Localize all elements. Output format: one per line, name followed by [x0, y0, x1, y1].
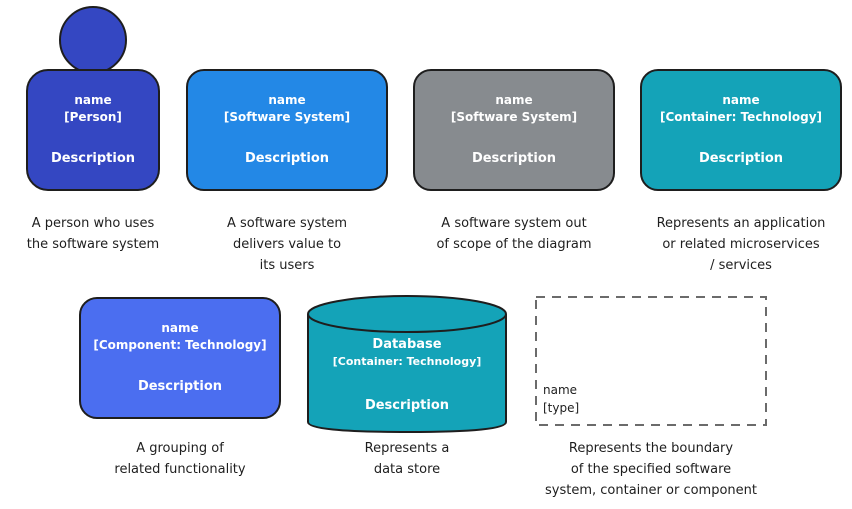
- database-name: Database: [372, 337, 442, 352]
- container-type: [Container: Technology]: [659, 110, 823, 124]
- component-type: [Component: Technology]: [93, 338, 267, 352]
- container-caption: Represents an application or related mic…: [656, 216, 826, 273]
- database-description: Description: [364, 398, 450, 413]
- component-description: Description: [137, 379, 223, 394]
- software-system-name: name: [268, 93, 306, 107]
- software-system-box: name [Software System] Description: [186, 69, 388, 191]
- external-system-name: name: [495, 93, 533, 107]
- person-name: name: [74, 93, 112, 107]
- person-body: name [Person] Description: [26, 69, 160, 191]
- database-type: [Container: Technology]: [332, 355, 482, 368]
- database-labels: Database [Container: Technology] Descrip…: [308, 334, 506, 424]
- software-system-description: Description: [244, 151, 330, 166]
- component-caption: A grouping of related functionality: [114, 441, 246, 477]
- software-system-caption: A software system delivers value to its …: [227, 216, 347, 273]
- person-description: Description: [50, 151, 136, 166]
- boundary-box: [535, 296, 767, 426]
- container-description: Description: [698, 151, 784, 166]
- external-system-type: [Software System]: [450, 110, 578, 124]
- boundary-type: [type]: [543, 401, 580, 415]
- external-system-description: Description: [471, 151, 557, 166]
- external-system-caption: A software system out of scope of the di…: [436, 216, 592, 252]
- boundary-caption: Represents the boundary of the specified…: [545, 441, 757, 498]
- container-name: name: [722, 93, 760, 107]
- person-head: [59, 6, 127, 74]
- person-caption: A person who uses the software system: [26, 216, 160, 252]
- container-box: name [Container: Technology] Description: [640, 69, 842, 191]
- database-cylinder: [307, 295, 507, 434]
- component-box: name [Component: Technology] Description: [79, 297, 281, 419]
- component-name: name: [161, 321, 199, 335]
- person-type: [Person]: [64, 110, 122, 124]
- software-system-type: [Software System]: [223, 110, 351, 124]
- database-caption: Represents a data store: [364, 441, 450, 477]
- external-system-box: name [Software System] Description: [413, 69, 615, 191]
- boundary-name: name: [543, 383, 578, 397]
